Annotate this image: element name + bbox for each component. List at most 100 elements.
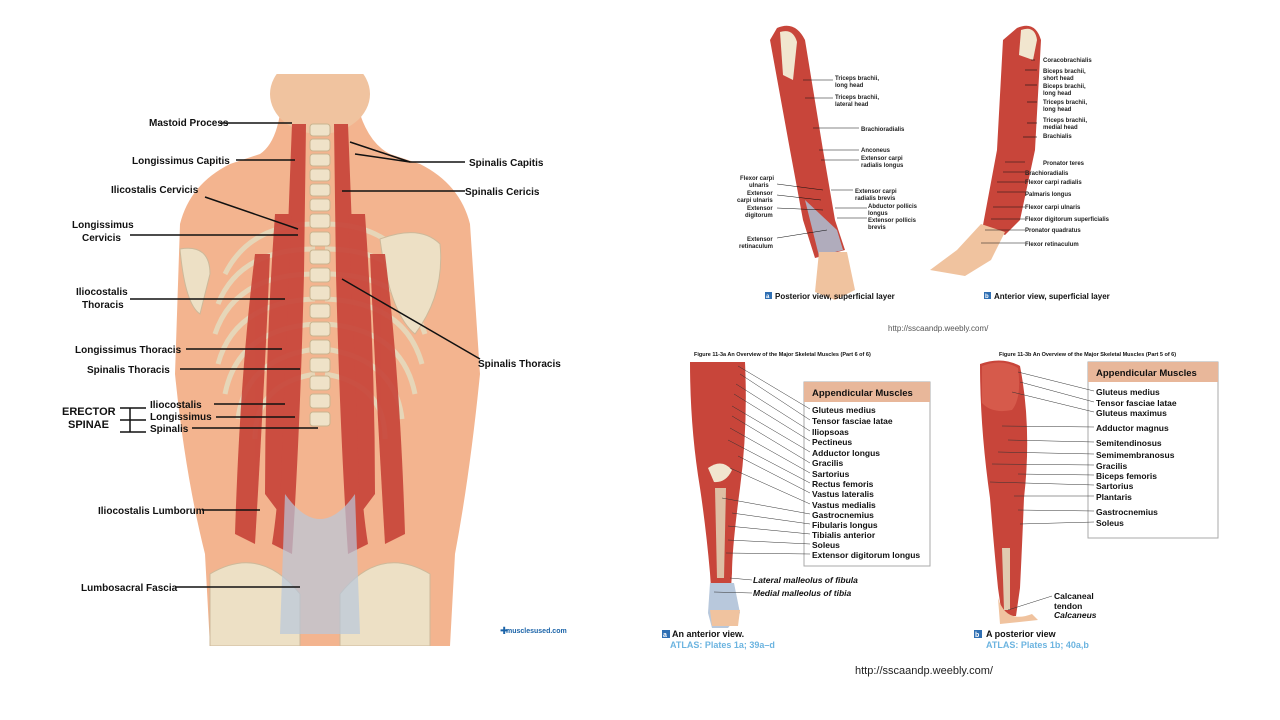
arm-post-label-2: Triceps brachii, bbox=[835, 95, 879, 101]
label-es-spinalis: Spinalis bbox=[150, 424, 189, 435]
arm-caption-anterior: Anterior view, superficial layer bbox=[994, 292, 1110, 301]
leg-ant-muscle-3: Pectineus bbox=[812, 437, 852, 447]
label-iliocostalis-lumborum: Iliocostalis Lumborum bbox=[98, 506, 205, 517]
arm-ant-label-17: Flexor retinaculum bbox=[1025, 242, 1079, 248]
leg-ant-muscle-1: Tensor fasciae latae bbox=[812, 416, 893, 426]
label-mastoid-process: Mastoid Process bbox=[149, 118, 229, 129]
label-spinalis-thoracis-right: Spinalis Thoracis bbox=[478, 359, 561, 370]
label-longissimus-cervicis-1: Longissimus bbox=[72, 220, 134, 231]
leg-post-muscle-10: Gastrocnemius bbox=[1096, 507, 1158, 517]
arm-post-label-1: long head bbox=[835, 83, 864, 89]
arm-ant-label-15: Flexor digitorum superficialis bbox=[1025, 217, 1110, 223]
leg-post-muscle-0: Gluteus medius bbox=[1096, 387, 1160, 397]
leg-ant-lateral-malleolus: Lateral malleolus of fibula bbox=[753, 575, 858, 585]
leg-posterior-figure-title: Figure 11-3b An Overview of the Major Sk… bbox=[999, 352, 1176, 358]
arm-post-label-8: Flexor carpi bbox=[740, 176, 774, 182]
leg-ant-muscle-13: Soleus bbox=[812, 540, 840, 550]
arm-post-label-17: longus bbox=[868, 211, 888, 217]
footer-url[interactable]: http://sscaandp.weebly.com/ bbox=[855, 665, 993, 677]
arm-muscles-illustration: Triceps brachii, long head Triceps brach… bbox=[737, 25, 1110, 301]
arm-post-label-6: Extensor carpi bbox=[861, 156, 903, 162]
arm-ant-label-12: Flexor carpi radialis bbox=[1025, 180, 1082, 186]
arm-post-label-7: radialis longus bbox=[861, 163, 904, 169]
leg-ant-muscle-2: Iliopsoas bbox=[812, 427, 849, 437]
leg-ant-muscle-7: Rectus femoris bbox=[812, 479, 874, 489]
arm-muscles-diagram: Triceps brachii, long head Triceps brach… bbox=[735, 20, 1135, 320]
label-es-iliocostalis: Iliocostalis bbox=[150, 400, 202, 411]
leg-ant-muscle-10: Gastrocnemius bbox=[812, 510, 874, 520]
arm-post-label-11: carpi ulnaris bbox=[737, 198, 773, 204]
arm-ant-label-4: long head bbox=[1043, 91, 1072, 97]
leg-post-calcaneal-2: tendon bbox=[1054, 601, 1082, 611]
arm-post-label-10: Extensor bbox=[747, 191, 773, 197]
arm-caption-posterior: Posterior view, superficial layer bbox=[775, 292, 895, 301]
arm-post-label-5: Anconeus bbox=[861, 148, 891, 154]
leg-post-muscle-6: Gracilis bbox=[1096, 461, 1127, 471]
arm-ant-label-14: Flexor carpi ulnaris bbox=[1025, 205, 1081, 211]
arm-ant-label-3: Biceps brachii, bbox=[1043, 84, 1086, 90]
leg-post-atlas: ATLAS: Plates 1b; 40a,b bbox=[986, 640, 1089, 650]
arm-post-label-13: digitorum bbox=[745, 213, 773, 219]
arm-post-label-21: retinaculum bbox=[739, 244, 773, 250]
arm-post-label-0: Triceps brachii, bbox=[835, 76, 879, 82]
leg-ant-caption: An anterior view. bbox=[672, 629, 744, 639]
arm-ant-label-10: Pronator teres bbox=[1043, 161, 1085, 167]
leg-post-muscle-3: Adductor magnus bbox=[1096, 423, 1169, 433]
label-longissimus-cervicis-2: Cervicis bbox=[82, 233, 121, 244]
arm-post-label-9: ulnaris bbox=[749, 183, 769, 189]
label-erector-spinae-1: ERECTOR bbox=[62, 406, 116, 418]
back-muscles-illustration: Mastoid Process Longissimus Capitis Ilic… bbox=[62, 54, 567, 647]
leg-ant-muscle-8: Vastus lateralis bbox=[812, 489, 874, 499]
arm-post-label-3: lateral head bbox=[835, 102, 869, 108]
leg-posterior-diagram: Figure 11-3b An Overview of the Major Sk… bbox=[972, 348, 1222, 654]
leg-ant-muscle-4: Adductor longus bbox=[812, 448, 880, 458]
arm-post-label-19: brevis bbox=[868, 225, 886, 231]
leg-post-muscle-1: Tensor fasciae latae bbox=[1096, 398, 1177, 408]
leg-post-muscle-2: Gluteus maximus bbox=[1096, 408, 1167, 418]
label-iliocostalis-thoracis-1: Iliocostalis bbox=[76, 287, 128, 298]
arm-ant-label-1: Biceps brachii, bbox=[1043, 69, 1086, 75]
arm-ant-label-13: Palmaris longus bbox=[1025, 192, 1072, 198]
arm-ant-label-8: medial head bbox=[1043, 125, 1078, 131]
label-lumbosacral-fascia: Lumbosacral Fascia bbox=[81, 583, 178, 594]
arm-ant-label-16: Pronator quadratus bbox=[1025, 228, 1081, 234]
leg-anterior-illustration: Figure 11-3a An Overview of the Major Sk… bbox=[662, 352, 931, 650]
arm-ant-label-2: short head bbox=[1043, 76, 1074, 82]
label-erector-spinae-2: SPINAE bbox=[68, 419, 109, 431]
arm-url[interactable]: http://sscaandp.weebly.com/ bbox=[888, 324, 989, 333]
leg-posterior-illustration: Figure 11-3b An Overview of the Major Sk… bbox=[974, 352, 1219, 650]
leg-ant-muscle-9: Vastus medialis bbox=[812, 500, 876, 510]
arm-caption-b-letter: b bbox=[985, 294, 989, 300]
back-muscles-diagram: Mastoid Process Longissimus Capitis Ilic… bbox=[60, 54, 580, 647]
arm-caption-a-letter: a bbox=[766, 294, 770, 300]
arm-post-label-12: Extensor bbox=[747, 206, 773, 212]
leg-post-muscle-4: Semitendinosus bbox=[1096, 438, 1162, 448]
arm-ant-label-0: Coracobrachialis bbox=[1043, 58, 1092, 64]
leg-post-calcaneus: Calcaneus bbox=[1054, 610, 1097, 620]
label-iliocostalis-cervicis: Ilicostalis Cervicis bbox=[111, 185, 199, 196]
arm-post-label-20: Extensor bbox=[747, 237, 773, 243]
label-spinalis-capitis: Spinalis Capitis bbox=[469, 158, 544, 169]
svg-text:✚: ✚ bbox=[500, 626, 508, 637]
leg-ant-muscle-12: Tibialis anterior bbox=[812, 530, 876, 540]
arm-ant-label-6: long head bbox=[1043, 107, 1072, 113]
label-iliocostalis-thoracis-2: Thoracis bbox=[82, 300, 124, 311]
arm-post-label-16: Abductor pollicis bbox=[868, 204, 918, 210]
leg-ant-muscle-6: Sartorius bbox=[812, 469, 850, 479]
leg-ant-medial-malleolus: Medial malleolus of tibia bbox=[753, 588, 852, 598]
arm-ant-label-9: Brachialis bbox=[1043, 134, 1072, 140]
leg-ant-muscle-11: Fibularis longus bbox=[812, 520, 878, 530]
arm-ant-label-11: Brachioradialis bbox=[1025, 171, 1069, 177]
leg-post-muscle-9: Plantaris bbox=[1096, 492, 1132, 502]
leg-post-muscle-8: Sartorius bbox=[1096, 481, 1134, 491]
arm-post-label-15: radialis brevis bbox=[855, 196, 896, 202]
leg-post-caption: A posterior view bbox=[986, 629, 1057, 639]
arm-post-label-18: Extensor pollicis bbox=[868, 218, 917, 224]
label-spinalis-cervicis: Spinalis Cericis bbox=[465, 187, 540, 198]
arm-ant-label-5: Triceps brachii, bbox=[1043, 100, 1087, 106]
arm-post-label-4: Brachioradialis bbox=[861, 127, 905, 133]
label-longissimus-thoracis: Longissimus Thoracis bbox=[75, 345, 182, 356]
leg-post-calcaneal-1: Calcaneal bbox=[1054, 591, 1094, 601]
label-es-longissimus: Longissimus bbox=[150, 412, 212, 423]
leg-anterior-diagram: Figure 11-3a An Overview of the Major Sk… bbox=[660, 348, 940, 654]
